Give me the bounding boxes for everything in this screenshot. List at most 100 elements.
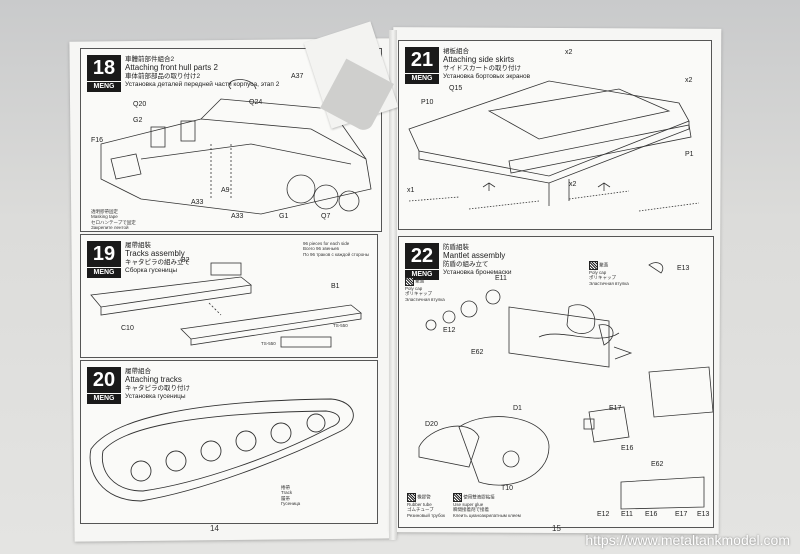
note-line: Masking tape [91,214,118,220]
step-22-panel: 22 MENG 防盾組裝 Mantlet assembly 防盾の組み立て Ус… [398,236,714,528]
step-19-panel: 19 MENG 履帶組裝 Tracks assembly キャタピラの組み立て … [80,234,378,358]
part-label: B1 [331,283,340,290]
title-cn: 裙板組合 [443,48,469,55]
title-ru: Установка бронемаски [443,268,512,276]
note-line: 履帯 [281,495,290,501]
watermark-url: https://www.metaltankmodel.com [585,532,790,548]
part-label: E13 [677,265,690,272]
note-line: 聚蓋 [599,262,609,268]
track-jig-diagram [90,262,362,348]
note-line: ゴムチューブ [407,507,434,513]
part-label: G2 [133,117,143,124]
title-jp: キャタピラの組み立て [125,258,190,266]
quantity-label: x2 [569,181,577,188]
part-label: A37 [291,73,304,80]
check-icon [405,277,414,286]
part-label: E17 [609,405,622,412]
part-label: TS-550 [261,341,276,346]
part-label: E11 [621,511,633,518]
note-line: 橡膠管 [417,494,431,500]
title-en: Tracks assembly [125,249,185,259]
title-ru: Установка бортовых экранов [443,72,531,80]
page-number-right: 15 [552,524,561,533]
part-label: P1 [685,151,694,158]
page-number-left: 14 [210,524,219,533]
part-label: Q15 [449,85,463,92]
step-18-note: 透明膠帶固定 Masking tape セロハンテープで固定 Закрепите… [91,209,136,230]
side-skirt-diagram [408,80,700,212]
title-en: Attaching front hull parts 2 [125,63,218,73]
note-line: 96 pieces for each side [303,241,350,246]
part-label: Q20 [133,101,147,108]
rubber-tube-note: 橡膠管 Rubber tube ゴムチューブ Резиновый трубок [407,493,445,518]
part-label: A9 [221,187,230,194]
note-line: Резиновый трубок [407,512,446,518]
note-line: 透明膠帶固定 [91,209,118,214]
title-ru: Установка деталей передней части корпуса… [125,80,280,88]
step-20-header: 20 MENG [87,367,121,404]
title-en: Mantlet assembly [443,251,506,261]
part-label: E12 [443,327,456,334]
step-number: 22 [405,243,439,269]
part-label: D1 [513,405,522,412]
title-jp: 車体前部部品の取り付け2 [125,72,201,80]
part-label: E12 [597,511,610,518]
part-label: F16 [91,137,104,144]
title-cn: 防盾組裝 [443,244,469,251]
brand-logo: MENG [87,82,121,92]
note-line: 使用雙液膠粘接 [463,494,495,500]
note-line: Закрепите лентой [91,224,129,230]
title-cn: 履帶組合 [125,368,151,375]
check-icon [407,493,416,502]
brand-logo: MENG [87,394,121,404]
title-ru: Сборка гусеницы [125,266,178,274]
step-21-titles: 裙板組合 Attaching side skirts サイドスカートの取り付け … [443,48,530,81]
quantity-label: x1 [407,187,415,194]
step-19-header: 19 MENG [87,241,121,278]
note-line: Rubber tube [407,502,432,507]
step-19-note: 96 pieces for each side Всего 96 звеньев… [303,241,373,257]
note-line: 聚蓋 [415,278,425,284]
part-label: D20 [425,421,438,428]
quantity-label: x2 [685,77,693,84]
part-label: Q24 [249,99,263,106]
step-number: 20 [87,367,121,393]
step-number: 18 [87,55,121,81]
title-ru: Установка гусеницы [125,392,186,400]
part-label: C10 [121,325,134,332]
part-label: TS-550 [333,323,348,328]
part-label: A33 [231,213,244,220]
note-line: セロハンテープで固定 [91,219,136,225]
part-label: E16 [621,445,634,452]
title-cn: 車體前部件組合2 [125,56,175,63]
hull-front-diagram [100,79,372,215]
step-18-titles: 車體前部件組合2 Attaching front hull parts 2 車体… [125,56,279,89]
step-number: 19 [87,241,121,267]
note-line: Poly cap [405,286,423,291]
part-label: E17 [675,511,688,518]
step-21-panel: 21 MENG 裙板組合 Attaching side skirts サイドスカ… [398,40,712,230]
quantity-label: x2 [565,49,573,56]
part-label: G1 [279,213,289,220]
note-line: ポリキャップ [405,291,432,297]
step-number: 21 [405,47,439,73]
step-22-header: 22 MENG [405,243,439,280]
track-attach-diagram [89,398,354,502]
part-label: E62 [651,461,664,468]
note-line: 捲帶 [281,485,290,490]
note-line: Poly cap [589,270,607,275]
note-line: Клеить цианоакрилатным клеем [453,512,521,518]
note-line: Эластичная втулка [589,280,629,286]
note-line: Use super glue [453,502,484,507]
title-jp: キャタピラの取り付け [125,384,190,392]
part-label: E16 [645,511,658,518]
part-label: A33 [191,199,204,206]
part-label: E62 [471,349,484,356]
step-19-titles: 履帶組裝 Tracks assembly キャタピラの組み立て Сборка г… [125,242,190,275]
note-line: Эластичная втулка [405,296,445,302]
note-line: По 96 траков с каждой стороны [303,251,369,257]
step-20-note: 捲帶 Track 履帯 Гусеница [281,485,300,506]
part-label: E13 [697,511,710,518]
part-label: P10 [421,99,434,106]
step-18-header: 18 MENG [87,55,121,92]
